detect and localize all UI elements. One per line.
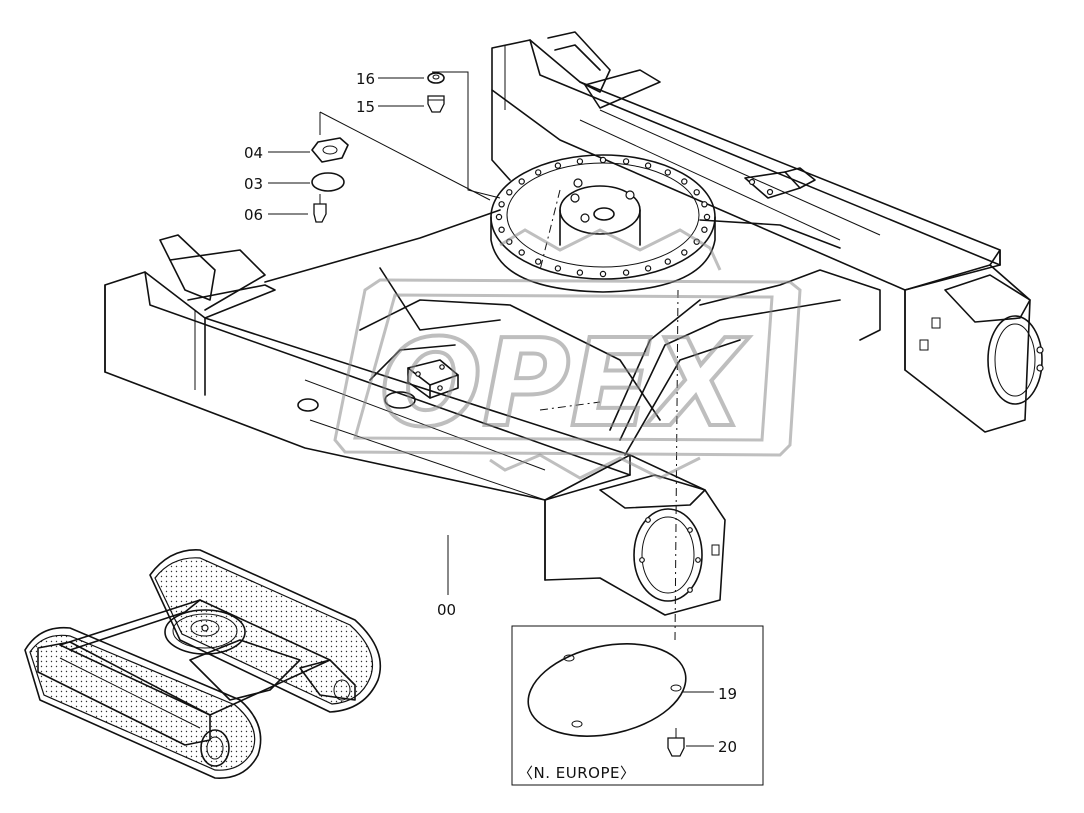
overview-undercarriage xyxy=(24,549,382,779)
callout-06: 06 xyxy=(244,206,263,224)
part-04-plate xyxy=(268,137,349,163)
part-06-bolt xyxy=(268,194,327,223)
left-end-bracket xyxy=(544,454,726,616)
ring-bolt-hole xyxy=(518,178,525,185)
track-frame-main xyxy=(104,31,1044,616)
ring-bolt-hole xyxy=(703,213,711,221)
ring-bolt-hole xyxy=(506,189,513,196)
ring-bolt-hole xyxy=(554,162,562,169)
right-side-frame xyxy=(491,31,1001,291)
callout-03: 03 xyxy=(244,175,263,193)
callout-20: 20 xyxy=(718,738,737,756)
ring-bolt-hole xyxy=(498,226,505,233)
inset-label-n-europe: 〈N. EUROPE〉 xyxy=(518,764,635,782)
ring-bolt-hole xyxy=(644,162,652,169)
ring-bolt-hole xyxy=(681,178,688,185)
ring-bolt-hole xyxy=(576,158,584,165)
swing-bearing-bolt-holes xyxy=(495,156,711,278)
ring-bolt-hole xyxy=(622,158,630,165)
ring-bolt-hole xyxy=(701,226,708,233)
ring-bolt-hole xyxy=(681,249,688,256)
callout-15: 15 xyxy=(356,98,375,116)
callout-labels: 16 15 04 03 06 00 19 20 xyxy=(244,70,737,756)
ring-bolt-hole xyxy=(535,258,542,265)
ring-bolt-hole xyxy=(599,156,607,164)
callout-16: 16 xyxy=(356,70,375,88)
ring-bolt-hole xyxy=(622,269,630,276)
inset-n-europe: 〈N. EUROPE〉 xyxy=(511,625,764,786)
callout-19: 19 xyxy=(718,685,737,703)
ring-bolt-hole xyxy=(664,169,672,176)
watermark-text: OPEX xyxy=(380,315,750,454)
callout-00: 00 xyxy=(437,601,456,619)
leader-lines xyxy=(319,71,679,641)
part-03-cover xyxy=(268,172,345,192)
ring-bolt-hole xyxy=(495,213,503,221)
part-16-washer xyxy=(378,72,445,84)
part-20-bolt xyxy=(667,728,714,757)
right-end-bracket xyxy=(904,249,1044,433)
ring-bolt-hole xyxy=(664,258,672,265)
ring-bolt-hole xyxy=(701,201,708,208)
part-15-bolt xyxy=(378,95,445,113)
opex-watermark: OPEX xyxy=(333,228,802,480)
left-side-frame xyxy=(104,234,631,501)
ring-bolt-hole xyxy=(576,269,584,276)
ring-bolt-hole xyxy=(535,169,542,176)
ring-bolt-hole xyxy=(599,270,607,278)
callout-04: 04 xyxy=(244,144,263,162)
ring-bolt-hole xyxy=(554,265,562,272)
ring-bolt-hole xyxy=(518,249,525,256)
ring-bolt-hole xyxy=(644,265,652,272)
ring-bolt-hole xyxy=(498,201,505,208)
center-body xyxy=(264,209,881,456)
ring-bolt-hole xyxy=(693,189,700,196)
